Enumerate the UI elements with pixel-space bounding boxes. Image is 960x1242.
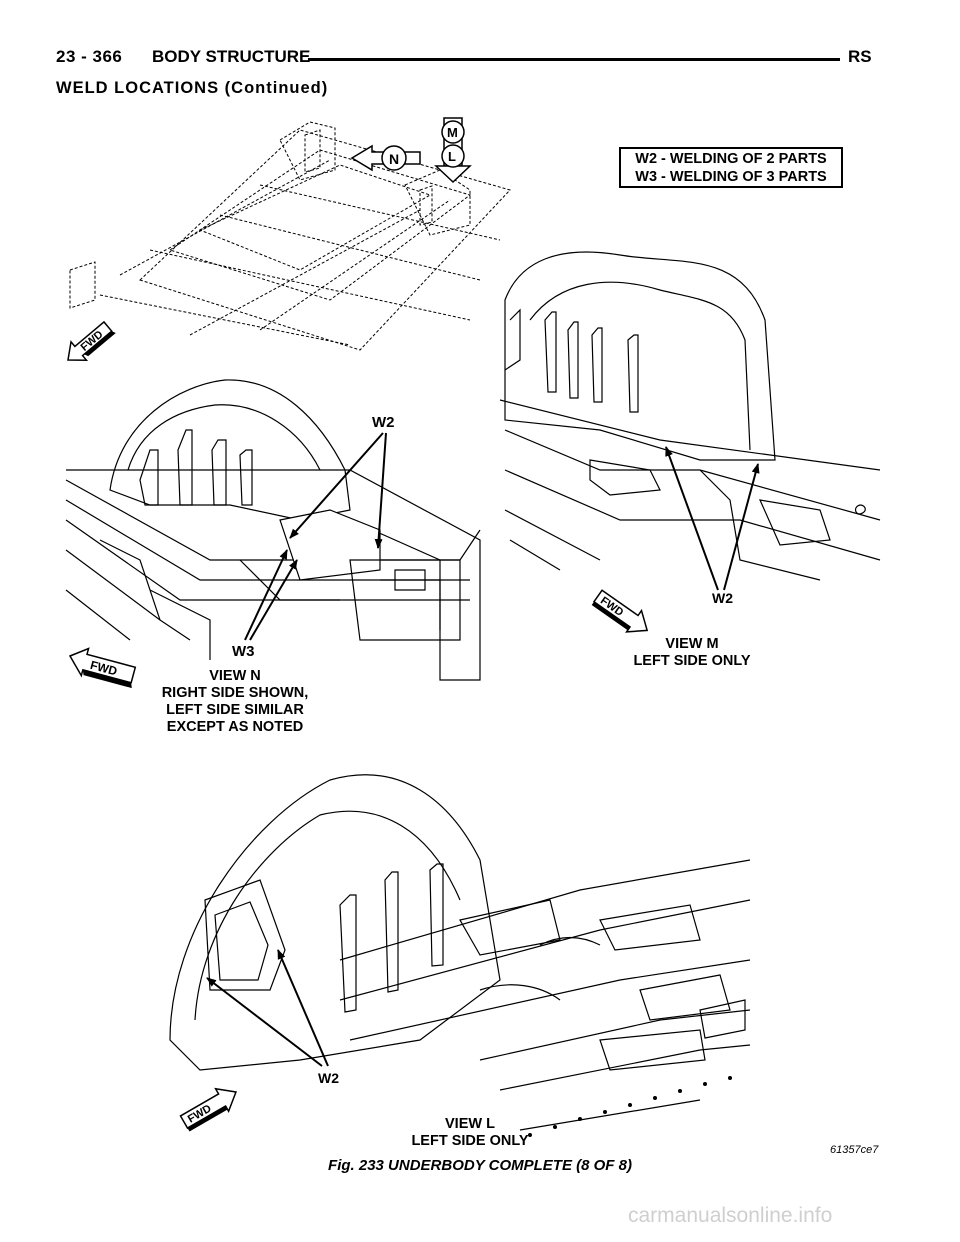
view-m-leaders	[665, 446, 760, 591]
legend-line-w2: W2 - WELDING OF 2 PARTS	[635, 151, 827, 167]
view-m-w2-label: W2	[712, 590, 733, 606]
watermark: carmanualsonline.info	[628, 1204, 833, 1227]
fwd-arrow-icon: FWD	[68, 647, 137, 689]
view-n-w3-label: W3	[232, 643, 255, 660]
section-title: WELD LOCATIONS (Continued)	[56, 79, 329, 97]
view-n-drawing	[65, 379, 481, 681]
view-l-marker-letter: L	[448, 149, 456, 164]
figure-code: 61357ce7	[830, 1144, 879, 1156]
view-n-caption-line: RIGHT SIDE SHOWN,	[161, 685, 309, 701]
overview-frame-drawing	[69, 121, 511, 351]
fwd-arrow-icon: FWD	[591, 589, 649, 633]
section-code: RS	[848, 47, 872, 66]
view-l-leaders	[206, 949, 329, 1067]
view-m-drawing	[499, 251, 881, 581]
view-m-caption-line: LEFT SIDE ONLY	[633, 653, 751, 669]
view-n-leaders	[244, 432, 387, 641]
weld-legend: W2 - WELDING OF 2 PARTS W3 - WELDING OF …	[619, 147, 843, 188]
view-l-caption-line: LEFT SIDE ONLY	[411, 1133, 529, 1149]
figure-caption: Fig. 233 UNDERBODY COMPLETE (8 OF 8)	[328, 1157, 632, 1174]
fwd-arrow-icon: FWD	[67, 320, 116, 361]
fwd-label: FWD	[89, 658, 119, 679]
view-l-caption: VIEW L LEFT SIDE ONLY	[390, 1116, 550, 1150]
view-m-caption-line: VIEW M	[665, 636, 719, 652]
legend-line-w3: W3 - WELDING OF 3 PARTS	[635, 169, 827, 185]
view-n-caption-line: VIEW N	[209, 668, 261, 684]
view-n-marker-letter: N	[389, 151, 399, 167]
fwd-arrow-icon: FWD	[179, 1087, 237, 1132]
view-n-caption-line: LEFT SIDE SIMILAR	[166, 702, 304, 718]
view-m-marker-letter: M	[447, 125, 458, 140]
view-m-caption: VIEW M LEFT SIDE ONLY	[612, 636, 772, 670]
view-n-caption-line: EXCEPT AS NOTED	[166, 719, 304, 735]
view-ml-marker	[434, 117, 472, 184]
view-l-drawing	[169, 774, 751, 1131]
page-number: 23 - 366	[56, 47, 123, 66]
view-l-w2-label: W2	[318, 1070, 339, 1086]
section-name: BODY STRUCTURE	[152, 47, 311, 66]
view-l-rivets	[528, 1076, 732, 1137]
header-rule	[308, 58, 840, 61]
view-n-w2-label: W2	[372, 414, 395, 431]
view-l-caption-line: VIEW L	[445, 1116, 495, 1132]
view-n-caption: VIEW N RIGHT SIDE SHOWN, LEFT SIDE SIMIL…	[140, 668, 330, 736]
view-n-marker	[350, 144, 421, 172]
